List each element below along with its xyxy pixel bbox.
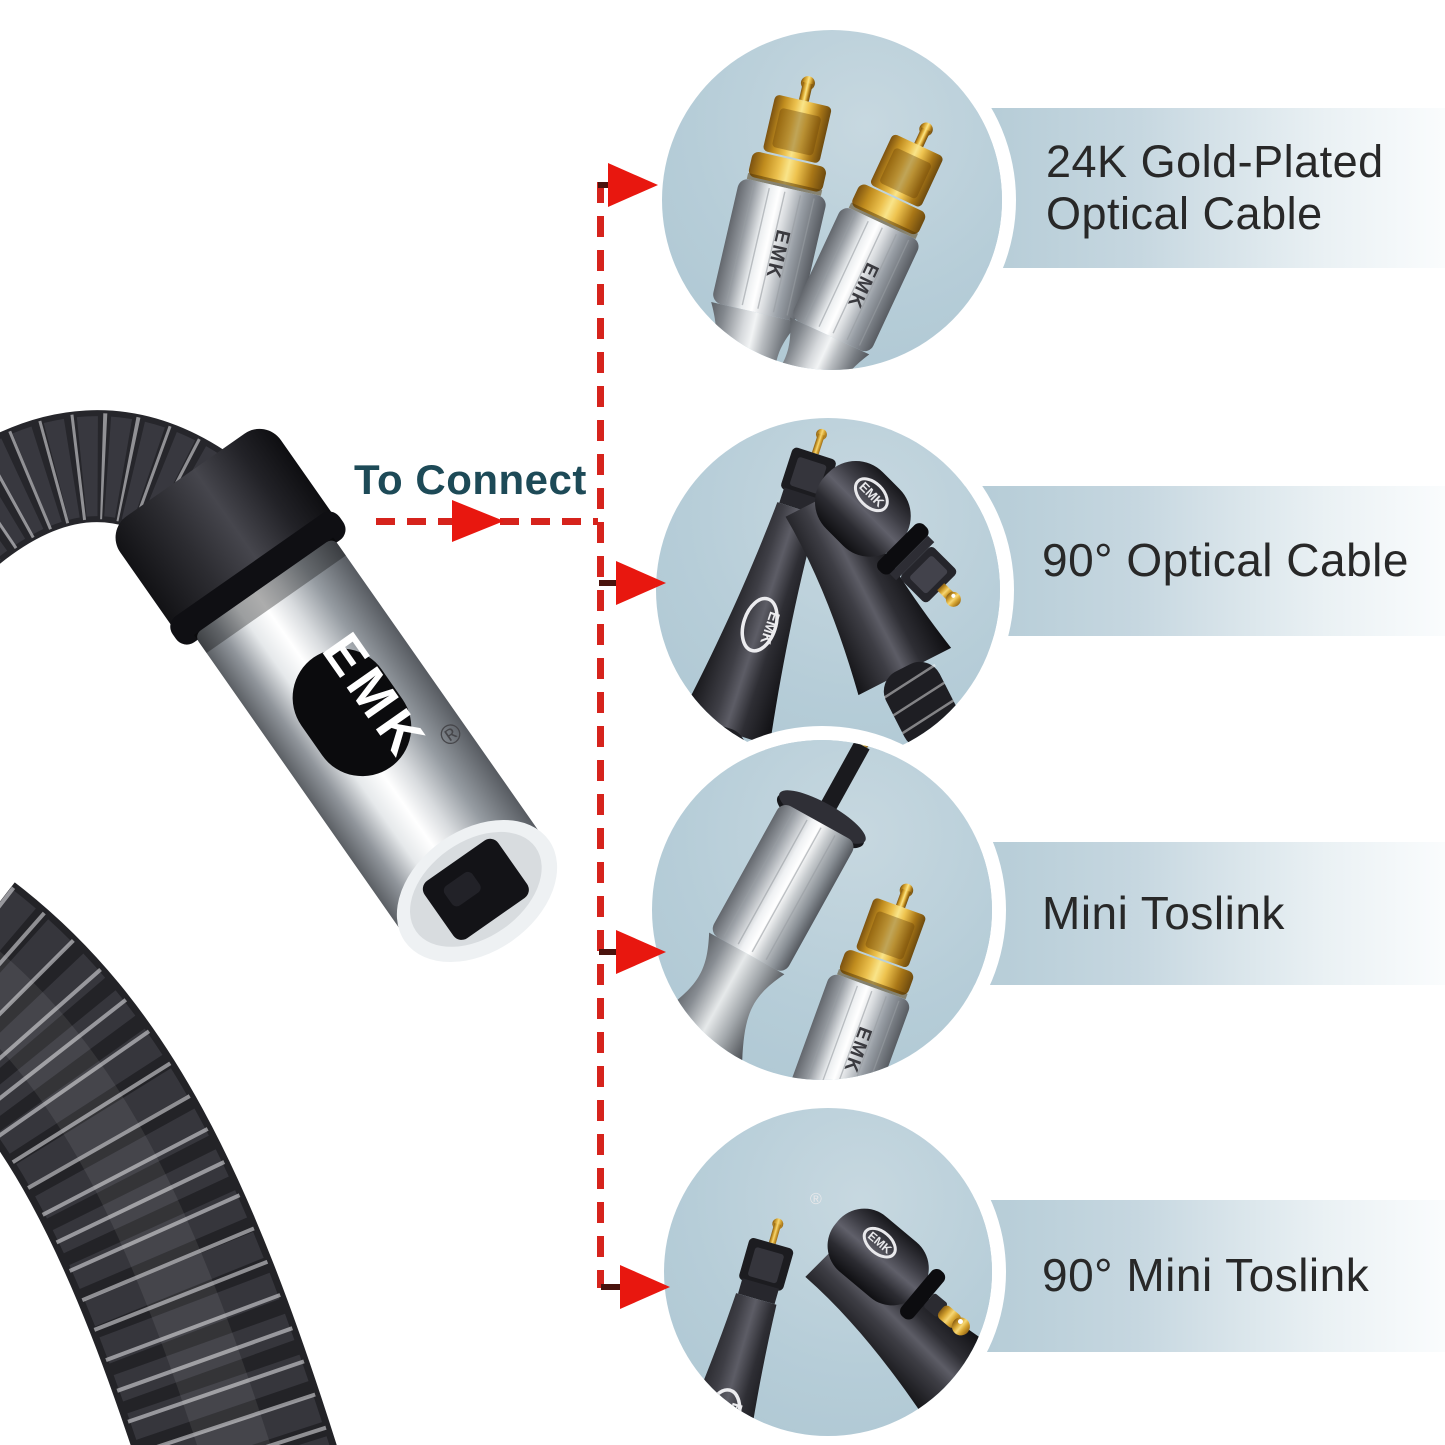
arrow-stub — [599, 580, 623, 586]
emk-logo: EMK — [292, 623, 439, 777]
right-angle-mini-connector-illustration: EMK — [793, 1208, 992, 1436]
arrow-right-icon — [452, 500, 504, 542]
registered-mark: ® — [810, 1191, 822, 1208]
vertical-dashed-line — [597, 182, 604, 1288]
callout-photo-gold-optical: EMK — [662, 30, 1002, 370]
callout-band-90-optical: 90° Optical Cable — [948, 486, 1445, 636]
callout-band-90-mini-toslink: 90° Mini Toslink — [948, 1200, 1445, 1352]
arrow-right-icon — [620, 1265, 670, 1309]
hero-cable-top — [0, 410, 239, 564]
arrow-right-icon — [616, 561, 666, 605]
arrow-stub — [599, 949, 623, 955]
adapter-barrel — [197, 540, 544, 937]
callout-label: 90° Optical Cable — [1042, 534, 1409, 587]
toslink-female-port — [422, 838, 529, 940]
adapter-mouth-ring — [396, 819, 558, 963]
callout-label: 24K Gold-Plated Optical Cable — [1046, 135, 1384, 239]
black-toslink-connector-illustration — [664, 1203, 827, 1436]
callout-band-mini-toslink: Mini Toslink — [948, 842, 1445, 985]
arrow-stub — [598, 182, 614, 188]
arrow-right-icon — [616, 930, 666, 974]
strain-relief-collar — [115, 428, 336, 636]
callout-photo-90-optical: EMK EMK — [656, 418, 1000, 762]
arrow-stub — [601, 1284, 627, 1290]
right-angle-connector-illustration: EMK — [770, 460, 989, 762]
hero-cable-bottom — [0, 882, 337, 1445]
callout-band-gold-optical: 24K Gold-Plated Optical Cable — [952, 108, 1445, 268]
callout-photo-90-mini-toslink: ® EMK — [664, 1108, 992, 1436]
registered-mark: ® — [433, 715, 468, 752]
arrow-right-icon — [608, 163, 658, 207]
to-connect-label: To Connect — [354, 456, 587, 503]
mini-toslink-plug-illustration — [652, 740, 880, 1080]
brand-text: EMK — [311, 623, 439, 770]
callout-label: 90° Mini Toslink — [1042, 1249, 1370, 1302]
callout-photo-mini-toslink — [652, 740, 992, 1080]
callout-label: Mini Toslink — [1042, 886, 1285, 939]
